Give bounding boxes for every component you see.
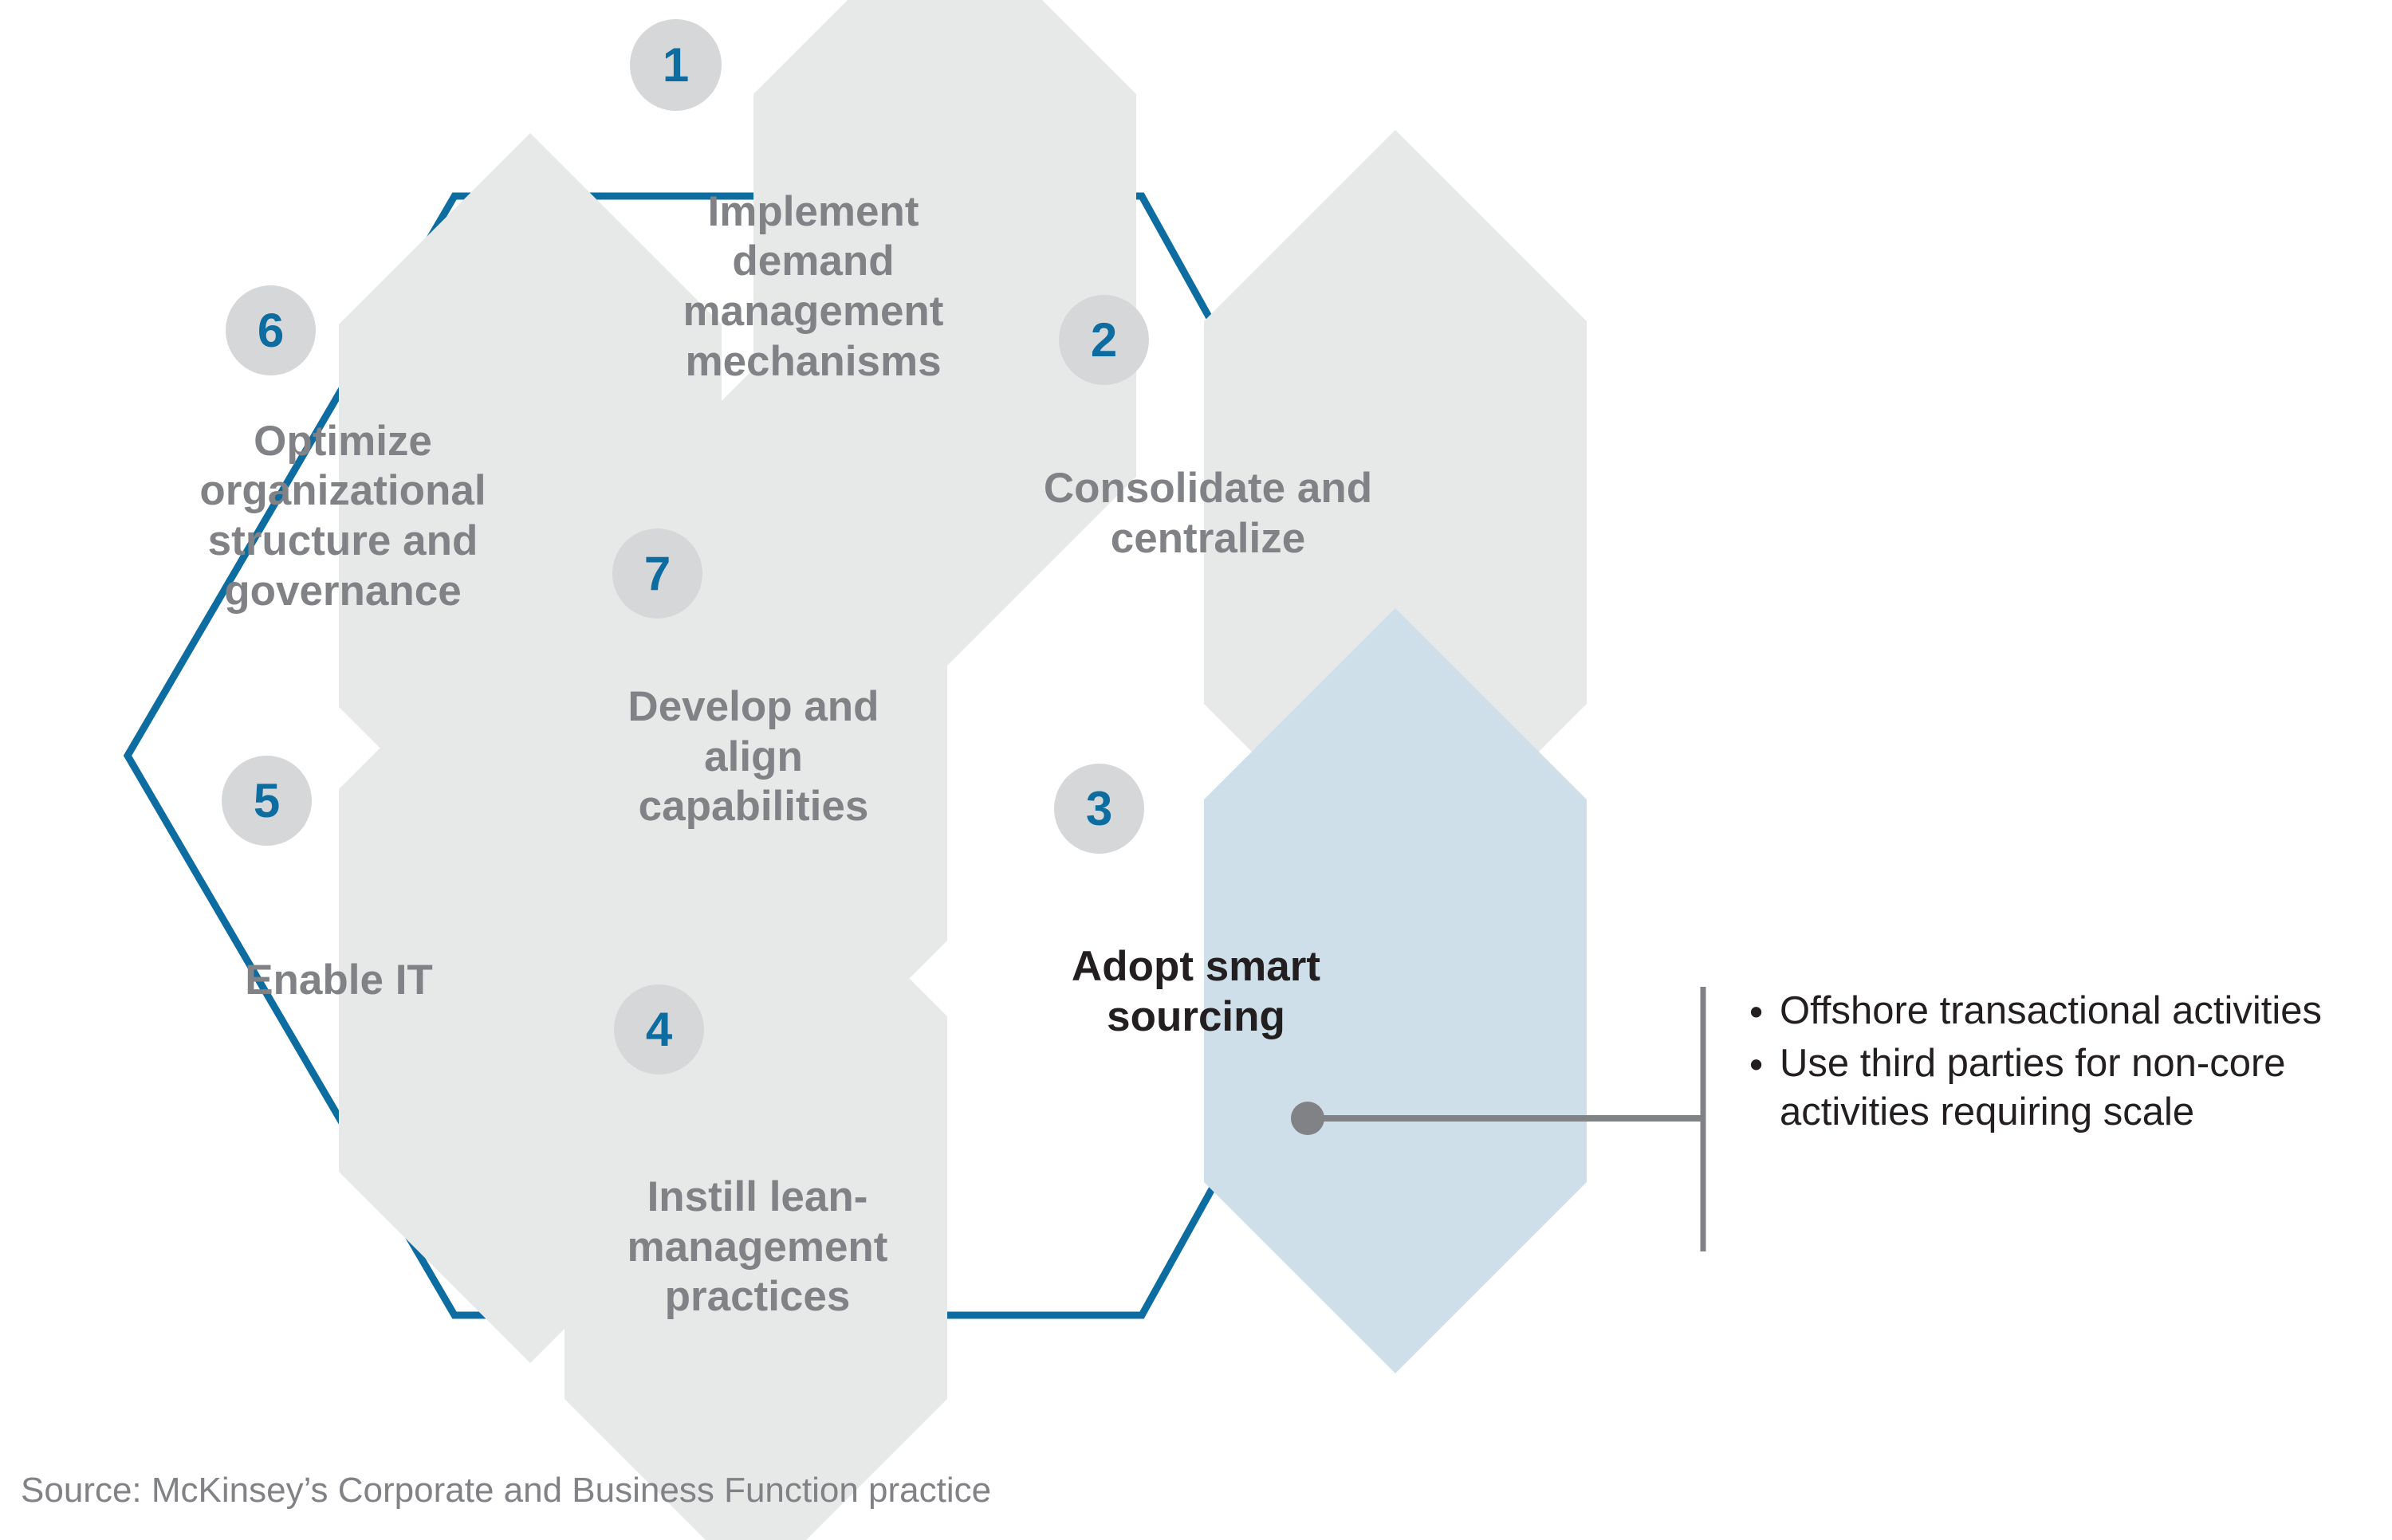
badge-number-6-text: 6 (257, 304, 285, 357)
badge-number-3[interactable]: 3 (1054, 764, 1144, 854)
hexagon-3[interactable] (1204, 608, 1587, 1373)
badge-number-2[interactable]: 2 (1059, 295, 1149, 385)
badge-number-6[interactable]: 6 (226, 285, 316, 375)
callout-list: • Offshore transactional activities • Us… (1745, 987, 2351, 1137)
bullet-icon: • (1749, 991, 1764, 1035)
callout-item-1: • Offshore transactional activities (1745, 987, 2351, 1036)
badge-number-5[interactable]: 5 (222, 756, 312, 846)
callout-anchor-dot (1291, 1102, 1324, 1135)
badge-number-4-text: 4 (645, 1003, 673, 1056)
badge-number-2-text: 2 (1090, 313, 1118, 367)
badge-number-4[interactable]: 4 (614, 984, 704, 1074)
callout-item-2: • Use third parties for non-core activit… (1745, 1039, 2351, 1137)
callout-item-2-text: Use third parties for non-core activitie… (1780, 1041, 2286, 1134)
callout-box: • Offshore transactional activities • Us… (1745, 987, 2351, 1141)
badge-number-1[interactable]: 1 (630, 19, 722, 111)
bullet-icon: • (1749, 1043, 1764, 1087)
source-note: Source: McKinsey’s Corporate and Busines… (21, 1471, 992, 1510)
badge-number-3-text: 3 (1085, 782, 1113, 835)
callout-item-1-text: Offshore transactional activities (1780, 989, 2322, 1032)
blue-hexagon-outline (123, 192, 1458, 1319)
badge-number-1-text: 1 (662, 38, 690, 92)
badge-number-7[interactable]: 7 (612, 528, 702, 619)
badge-number-7-text: 7 (643, 547, 671, 600)
badge-number-5-text: 5 (253, 774, 281, 827)
